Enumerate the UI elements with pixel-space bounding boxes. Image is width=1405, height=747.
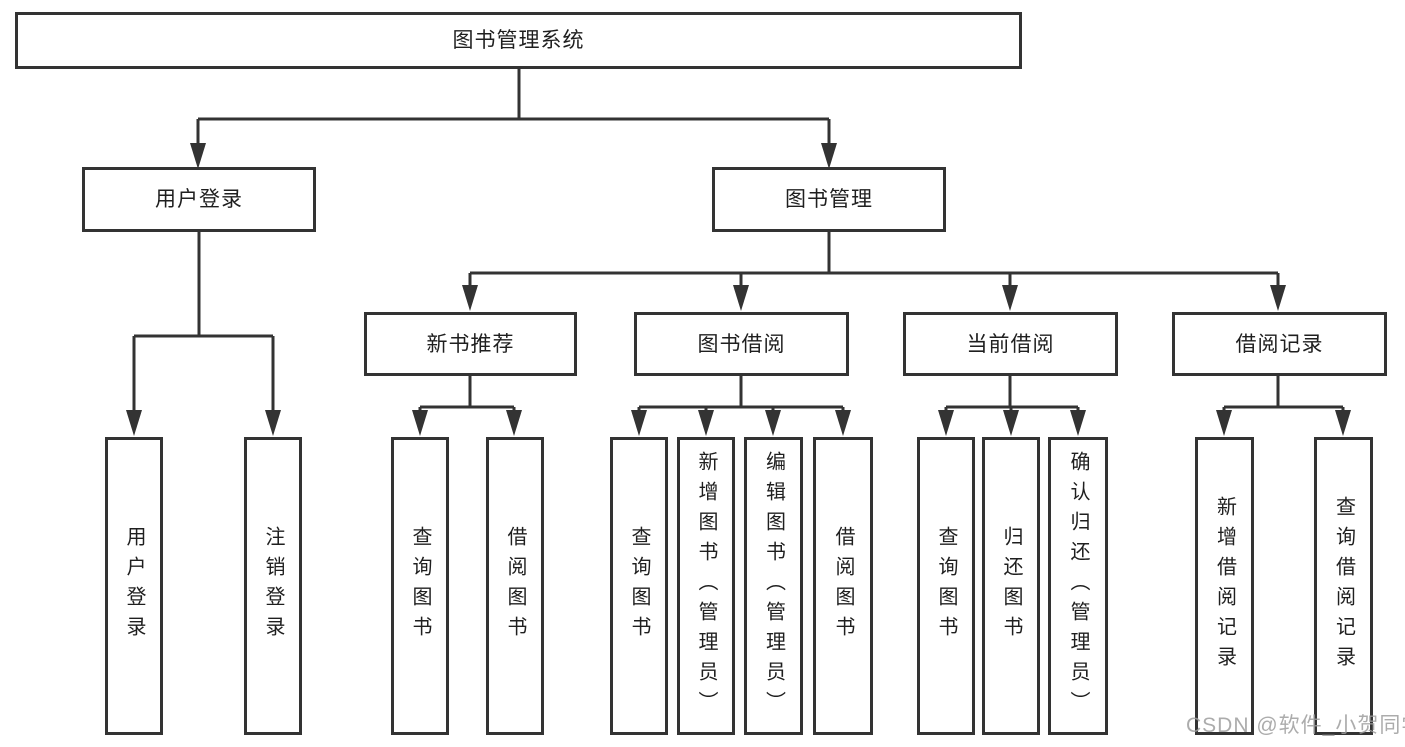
node-current-borrowing: 当前借阅 (903, 312, 1118, 376)
leaf-edit-books-admin: 编辑图书（管理员） (744, 437, 803, 735)
leaf-add-books-admin: 新增图书（管理员） (677, 437, 735, 735)
node-book-management: 图书管理 (712, 167, 946, 232)
leaf-query-borrowing-record: 查询借阅记录 (1314, 437, 1373, 735)
leaf-query-books-current: 查询图书 (917, 437, 975, 735)
node-library-management-system: 图书管理系统 (15, 12, 1022, 69)
leaf-return-books: 归还图书 (982, 437, 1040, 735)
leaf-borrow-books-borrowing: 借阅图书 (813, 437, 873, 735)
node-new-book-recommendation: 新书推荐 (364, 312, 577, 376)
leaf-add-borrowing-record: 新增借阅记录 (1195, 437, 1254, 735)
leaf-query-books-recommend: 查询图书 (391, 437, 449, 735)
leaf-query-books-borrowing: 查询图书 (610, 437, 668, 735)
leaf-user-login: 用户登录 (105, 437, 163, 735)
leaf-confirm-return-admin: 确认归还（管理员） (1048, 437, 1108, 735)
node-user-login: 用户登录 (82, 167, 316, 232)
leaf-logout: 注销登录 (244, 437, 302, 735)
node-book-borrowing: 图书借阅 (634, 312, 849, 376)
leaf-borrow-books-recommend: 借阅图书 (486, 437, 544, 735)
csdn-watermark: CSDN @软件_小贺同学 (1186, 714, 1405, 737)
node-borrowing-records: 借阅记录 (1172, 312, 1387, 376)
